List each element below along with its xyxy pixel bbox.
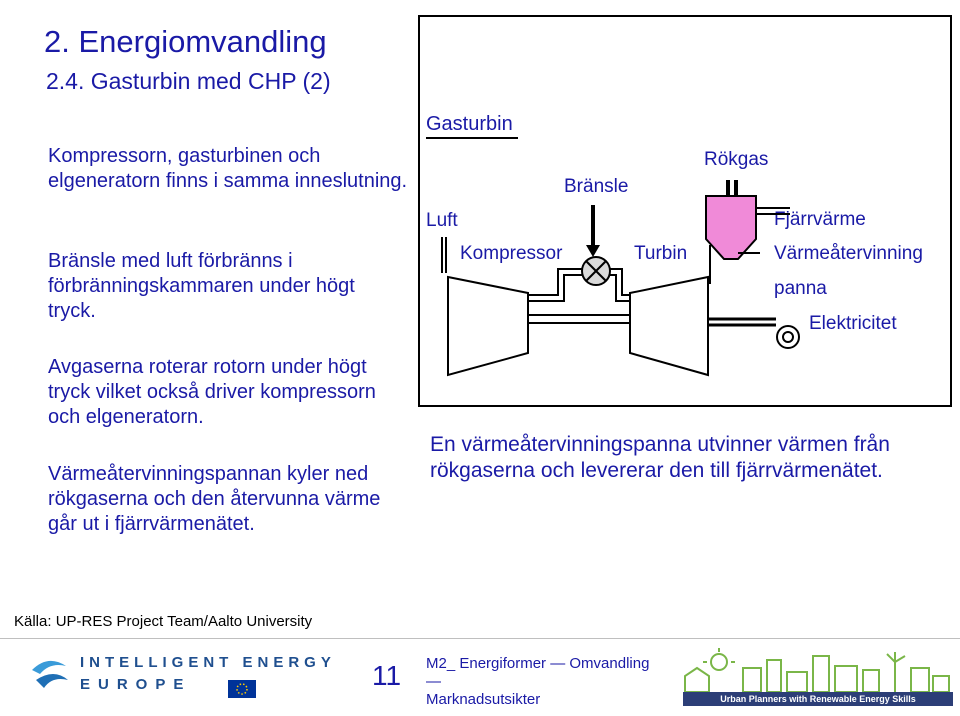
label-luft: Luft <box>426 210 458 231</box>
paragraph-4: Värmeåtervinningspannan kyler ned rökgas… <box>48 463 381 535</box>
slide-subtitle: 2.4. Gasturbin med CHP (2) <box>46 68 331 94</box>
heat-recovery-boiler <box>705 195 757 260</box>
label-fjarrvarme: Fjärrvärme <box>774 209 866 230</box>
gas-turbine-chp-diagram: Gasturbin Rökgas Bränsle Luft Kompressor… <box>418 15 952 407</box>
module-title: M2_ Energiformer — Omvandling — Marknads… <box>426 655 666 709</box>
generator-core <box>782 331 794 343</box>
ie-emblem-icon <box>32 660 256 698</box>
label-varmeatervinning: Värmeåtervinning <box>774 243 923 264</box>
paragraph-1: Kompressorn, gasturbinen och elgenerator… <box>48 145 408 192</box>
label-elektricitet: Elektricitet <box>809 313 897 334</box>
slide-title: 2. Energiomvandling <box>44 24 327 59</box>
pipe-turbine-in <box>608 268 630 296</box>
source-credit: Källa: UP-RES Project Team/Aalto Univers… <box>14 613 313 630</box>
ie-line-2: EUROPE <box>80 676 192 693</box>
label-kompressor: Kompressor <box>460 243 563 264</box>
compressor-body <box>447 275 529 377</box>
paragraph-2: Bränsle med luft förbränns i förbränning… <box>48 250 355 322</box>
diagram-heading: Gasturbin <box>426 113 513 135</box>
module-line-2: Marknadsutsikter <box>426 691 541 708</box>
pipe-compressor-out <box>528 268 584 296</box>
combustion-x-2 <box>585 260 607 282</box>
fuel-arrow-head <box>586 245 600 257</box>
up-res-tagline: Urban Planners with Renewable Energy Ski… <box>683 692 953 706</box>
footer-divider <box>0 638 960 639</box>
up-res-skyline-icon <box>684 648 950 693</box>
exhaust-pipe <box>708 245 711 284</box>
diagram-frame <box>418 15 952 407</box>
up-res-logo: Urban Planners with Renewable Energy Ski… <box>683 648 953 706</box>
module-line-1: M2_ Energiformer — Omvandling — <box>426 655 650 690</box>
intelligent-energy-europe-logo: INTELLIGENT ENERGY EUROPE <box>28 650 348 700</box>
turbine-body <box>629 275 709 377</box>
pipe-turbine-in-2 <box>608 274 630 302</box>
page-number: 11 <box>372 660 402 691</box>
label-turbin: Turbin <box>634 243 687 264</box>
label-panna: panna <box>774 278 827 299</box>
pipe-compressor-out-2 <box>528 274 584 302</box>
shaft <box>527 314 631 324</box>
label-rokgas: Rökgas <box>704 149 768 170</box>
paragraph-3: Avgaserna roterar rotorn under högt tryc… <box>48 356 376 428</box>
diagram-caption: En värmeåtervinningspanna utvinner värme… <box>430 433 890 482</box>
label-bransle: Bränsle <box>564 176 628 197</box>
ie-line-1: INTELLIGENT ENERGY <box>80 654 336 671</box>
